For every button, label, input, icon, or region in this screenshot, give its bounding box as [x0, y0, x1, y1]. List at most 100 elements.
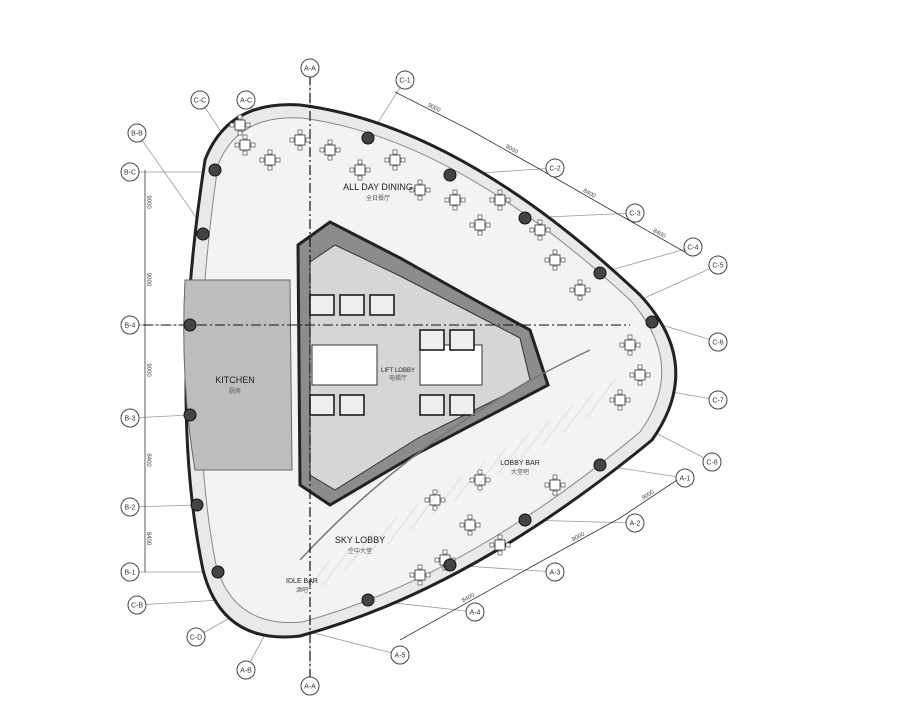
room-label: SKY LOBBY	[335, 535, 385, 545]
grid-bubble: C-4	[683, 237, 703, 257]
grid-bubble: A-2	[625, 513, 645, 533]
grid-bubble: C-B	[127, 595, 147, 615]
grid-bubble-label: C-C	[194, 97, 206, 104]
dimension-line	[539, 517, 621, 563]
dining-table	[294, 134, 306, 146]
chair	[529, 227, 535, 233]
chair	[417, 580, 423, 586]
grid-bubble-label: A-A	[304, 683, 316, 690]
dining-table	[474, 219, 486, 231]
chair	[627, 334, 633, 340]
grid-bubble: C-D	[186, 627, 206, 647]
chair	[467, 530, 473, 536]
lift-car	[449, 329, 475, 351]
room-labels: ALL DAY DINING 全日餐厅 KITCHEN 厨房 LIFT LOBB…	[215, 182, 540, 594]
chair	[477, 230, 483, 236]
grid-bubble-label: A-2	[630, 520, 641, 527]
floor-tile-line	[585, 377, 617, 419]
chair	[242, 150, 248, 156]
room-label: KITCHEN	[215, 375, 255, 385]
grid-bubble: B-4	[120, 315, 140, 335]
dining-table	[494, 194, 506, 206]
grid-bubble: A-B	[236, 660, 256, 680]
grid-bubble: B-C	[120, 162, 140, 182]
dimension-label: 8400	[461, 592, 476, 604]
chair	[327, 155, 333, 161]
dining-table	[324, 144, 336, 156]
chair	[417, 564, 423, 570]
chair	[617, 389, 623, 395]
dimension-line	[549, 174, 626, 219]
grid-bubble: A-5	[390, 645, 410, 665]
column	[361, 131, 375, 145]
grid-bubble: C-8	[702, 452, 722, 472]
chair	[245, 122, 251, 128]
chair	[319, 147, 325, 153]
grid-bubble: B-3	[120, 408, 140, 428]
grid-bubble-label: A-A	[304, 65, 316, 72]
dining-table	[234, 119, 246, 131]
dimension-line	[394, 91, 471, 131]
chair	[637, 364, 643, 370]
dimension-label: 9000	[145, 195, 151, 209]
chair	[485, 222, 491, 228]
grid-bubble: C-2	[545, 158, 565, 178]
floor-tile-line	[541, 405, 573, 447]
grid-leader	[136, 132, 206, 231]
room-label-cn: 全日餐厅	[366, 194, 390, 202]
grid-bubble-label: C-7	[712, 397, 723, 404]
chair	[392, 165, 398, 171]
column	[443, 168, 457, 182]
chair	[552, 249, 558, 255]
chair	[469, 222, 475, 228]
floor-tile-line	[365, 517, 397, 559]
chair	[444, 197, 450, 203]
column	[645, 315, 659, 329]
grid-bubble: A-A	[300, 58, 320, 78]
dimension-label: 9000	[145, 273, 151, 287]
grid-bubbles: A-AA-CC-CB-BB-CB-4B-3B-2B-1C-BC-DA-BA-AC…	[120, 58, 728, 696]
grid-bubble-label: C-5	[712, 262, 723, 269]
lift-car	[309, 294, 335, 316]
dining-table	[474, 474, 486, 486]
dining-table	[464, 519, 476, 531]
chair	[459, 522, 465, 528]
grid-bubble-label: B-4	[125, 322, 136, 329]
grid-bubble: C-1	[395, 70, 415, 90]
column	[443, 558, 457, 572]
chair	[497, 189, 503, 195]
grid-bubble: A-A	[300, 676, 320, 696]
floor-tile-line	[475, 447, 507, 489]
chair	[609, 397, 615, 403]
chair	[497, 205, 503, 211]
room-label: ALL DAY DINING	[343, 182, 413, 192]
chair	[250, 142, 256, 148]
grid-leader	[649, 429, 713, 463]
chair	[425, 572, 431, 578]
chair	[365, 167, 371, 173]
grid-bubble-label: B-3	[125, 415, 136, 422]
grid-leader	[599, 246, 694, 274]
grid-bubble-label: C-3	[629, 210, 640, 217]
room-label: LIFT LOBBY	[381, 368, 415, 374]
chair	[384, 157, 390, 163]
grid-bubble-label: A-B	[240, 667, 252, 674]
column	[190, 498, 204, 512]
chair	[237, 130, 243, 136]
dimension-label: 8400	[145, 532, 151, 546]
lift-car	[339, 294, 365, 316]
chair	[537, 235, 543, 241]
column	[183, 408, 197, 422]
chair	[537, 219, 543, 225]
grid-bubble: B-B	[127, 123, 147, 143]
chair	[392, 149, 398, 155]
chair	[275, 157, 281, 163]
grid-bubble-label: C-8	[706, 459, 717, 466]
chair	[585, 287, 591, 293]
chair	[400, 157, 406, 163]
column	[518, 513, 532, 527]
floor-tile-line	[409, 489, 441, 531]
column	[183, 318, 197, 332]
grid-bubble: A-1	[675, 468, 695, 488]
